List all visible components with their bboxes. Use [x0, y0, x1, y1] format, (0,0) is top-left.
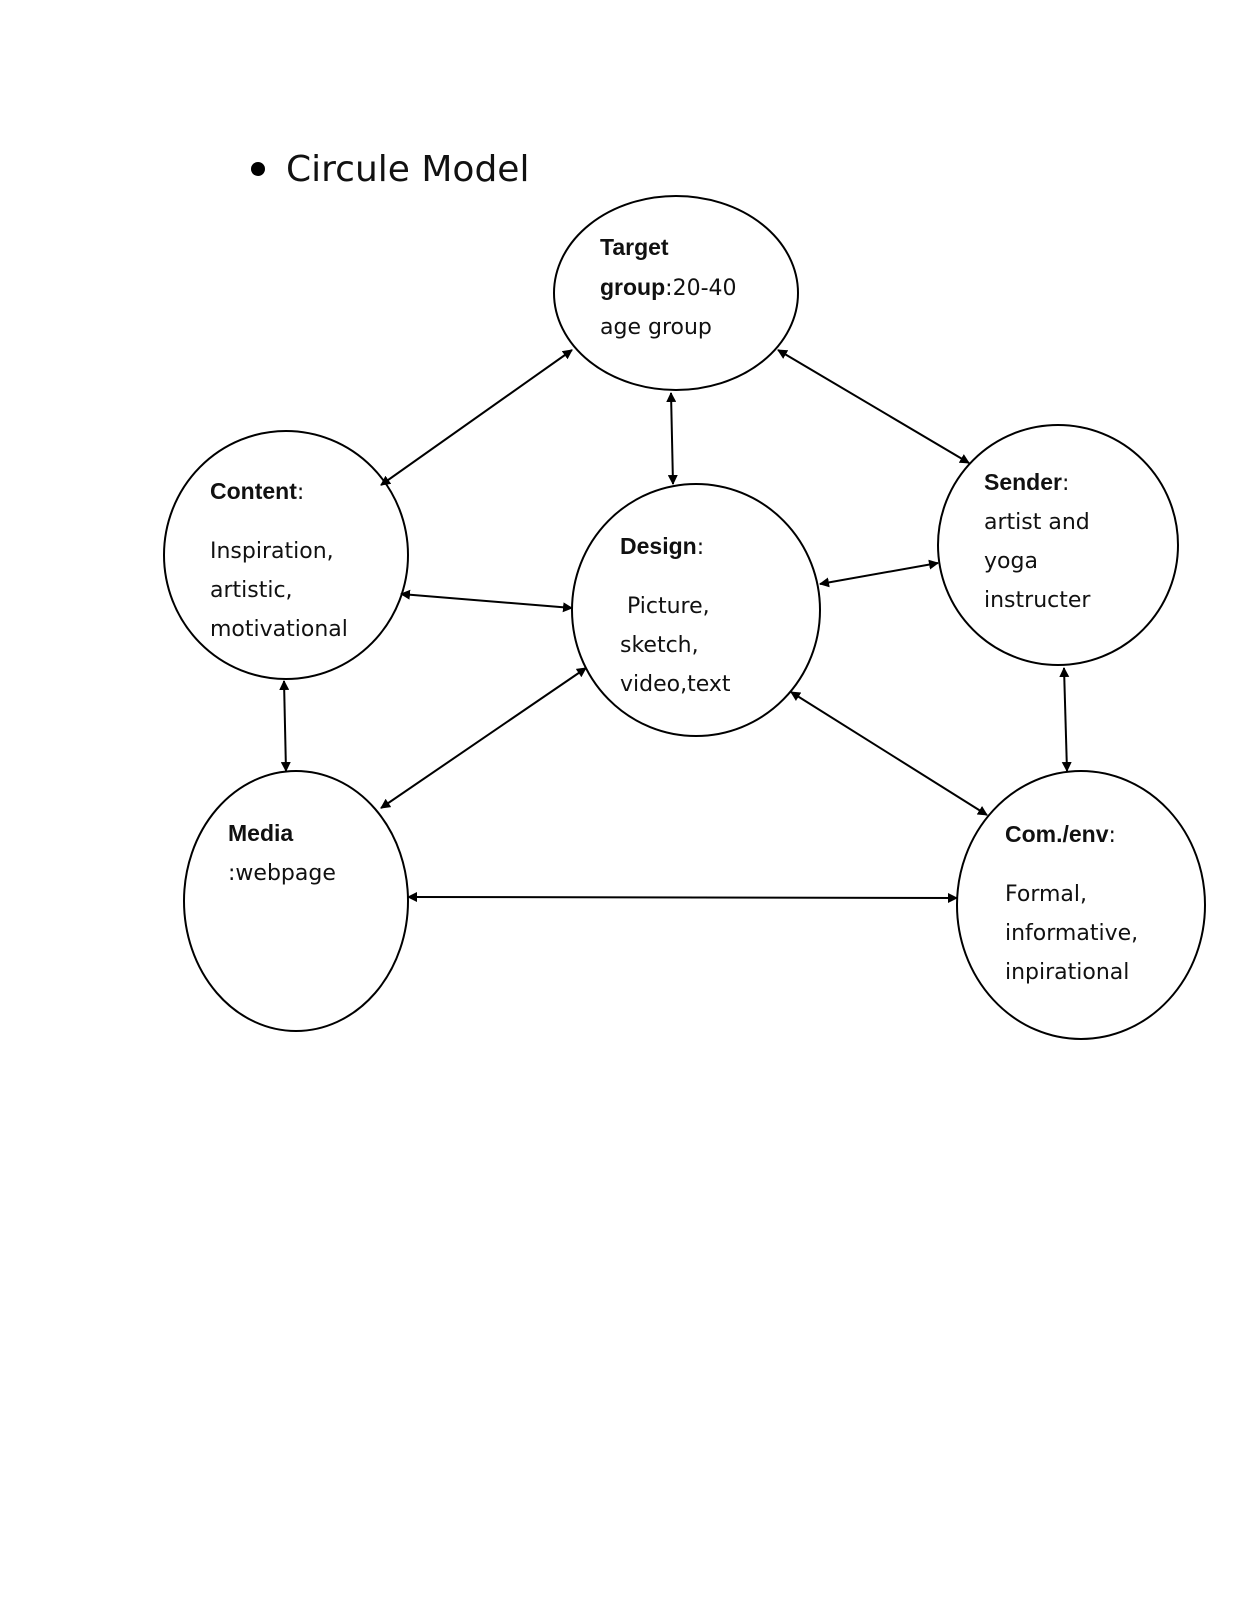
node-label-line: Design: — [620, 527, 731, 567]
node-label-term: Target — [600, 234, 669, 260]
node-label-line: yoga — [984, 542, 1090, 581]
node-circle-design — [571, 483, 821, 737]
node-circle-target — [553, 195, 799, 391]
node-label-line: artistic, — [210, 571, 348, 610]
connector-design-comenv — [790, 691, 988, 816]
node-label-value: : — [1108, 823, 1116, 848]
node-circle-comenv — [956, 770, 1206, 1040]
node-label-value: artist and — [984, 510, 1090, 535]
node-label-value: video,text — [620, 672, 731, 697]
connector-content-media — [279, 680, 291, 772]
node-label-term: Sender — [984, 469, 1062, 495]
connector-target-sender — [777, 349, 970, 464]
node-label-value: artistic, — [210, 578, 293, 603]
node-label-value: Formal, — [1005, 882, 1088, 907]
node-label-value: : — [1061, 471, 1070, 496]
connector-sender-comenv — [1059, 667, 1072, 772]
node-label-value: : — [296, 480, 305, 505]
node-label-value: Picture, — [620, 594, 710, 619]
node-label-line: :webpage — [228, 854, 336, 893]
node-label-value: inpirational — [1005, 960, 1130, 985]
node-label-value: :20-40 — [665, 276, 737, 301]
connector-design-media — [380, 667, 587, 809]
node-label-line: age group — [600, 308, 737, 347]
node-label-line: Com./env: — [1005, 815, 1138, 855]
node-label-value: informative, — [1005, 921, 1139, 946]
heading-bullet — [251, 162, 265, 176]
node-circle-media — [183, 770, 409, 1032]
node-label-line: Sender: — [984, 463, 1090, 503]
node-label-value: age group — [600, 315, 712, 340]
node-label-line: Picture, — [620, 587, 731, 626]
node-label-value: sketch, — [620, 633, 699, 658]
node-label-value: Inspiration, — [210, 539, 334, 564]
node-label-term: Content — [210, 478, 297, 504]
connector-content-design — [400, 589, 573, 613]
node-label-term: Com./env — [1005, 821, 1109, 847]
node-label-term: Design — [620, 533, 697, 559]
node-label-value: instructer — [984, 588, 1091, 613]
connector-target-content — [380, 349, 573, 486]
connector-design-sender — [819, 559, 939, 588]
node-label-line: artist and — [984, 503, 1090, 542]
node-circle-content — [163, 430, 409, 680]
node-label-value: :webpage — [228, 861, 336, 886]
node-label-value: yoga — [984, 549, 1038, 574]
node-label-line: motivational — [210, 610, 348, 649]
connector-target-design — [666, 392, 678, 485]
node-label-line: informative, — [1005, 914, 1138, 953]
node-label-line: Inspiration, — [210, 532, 348, 571]
node-label-line: Target — [600, 228, 737, 268]
node-label-line: instructer — [984, 581, 1090, 620]
node-label-line: Formal, — [1005, 875, 1138, 914]
node-label-sender: Sender: artist and yoga instructer — [984, 463, 1090, 620]
node-label-line: video,text — [620, 665, 731, 704]
node-label-target: Target group:20-40 age group — [600, 228, 737, 347]
node-label-value: : — [696, 535, 705, 560]
node-label-line: sketch, — [620, 626, 731, 665]
node-label-line: group:20-40 — [600, 268, 737, 308]
node-label-line: Content: — [210, 472, 348, 512]
node-label-line: Media — [228, 814, 336, 854]
node-label-term: group — [600, 274, 666, 300]
node-circle-sender — [937, 424, 1179, 666]
node-label-content: Content: Inspiration, artistic, motivationa… — [210, 472, 348, 649]
connector-layer — [279, 349, 1072, 903]
connector-media-comenv — [407, 892, 958, 903]
node-label-value: motivational — [210, 617, 348, 642]
diagram-heading: Circule Model — [286, 149, 530, 190]
node-label-design: Design: Picture, sketch, video,text — [620, 527, 731, 704]
node-label-line: inpirational — [1005, 953, 1138, 992]
node-label-comenv: Com./env: Formal, informative, inpirational — [1005, 815, 1138, 992]
node-layer — [163, 195, 1206, 1040]
node-label-media: Media :webpage — [228, 814, 336, 893]
node-label-term: Media — [228, 820, 294, 846]
